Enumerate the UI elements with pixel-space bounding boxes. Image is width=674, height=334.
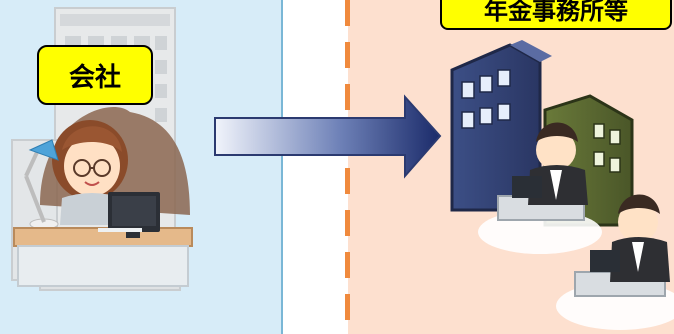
office-desk-icon bbox=[14, 228, 192, 286]
arrow-right-icon bbox=[215, 97, 440, 176]
pension-office-label: 年金事務所等 bbox=[440, 0, 672, 30]
company-label: 会社 bbox=[37, 45, 153, 105]
